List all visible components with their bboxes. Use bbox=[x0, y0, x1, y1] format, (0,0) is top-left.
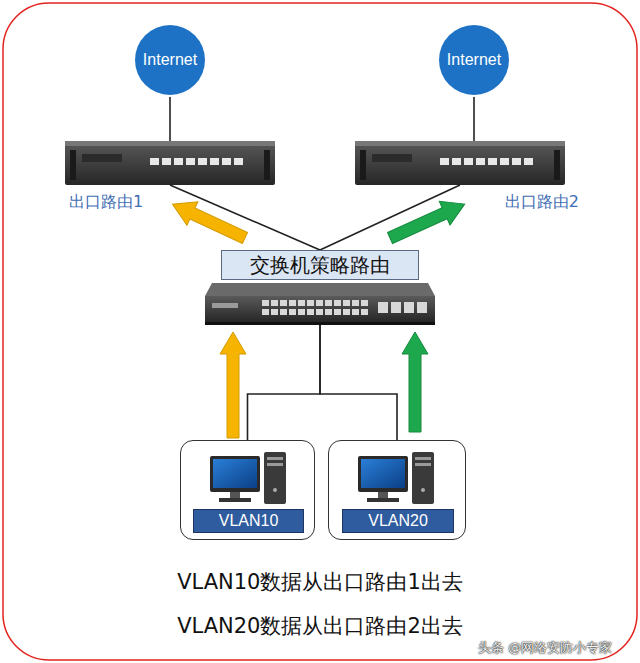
node-text: Internet bbox=[447, 51, 501, 69]
connector-line bbox=[169, 95, 171, 141]
free-label-box: VLAN10数据从出口路由1出去 bbox=[0, 568, 640, 596]
router-label: 出口路由1 bbox=[69, 192, 143, 213]
vlan-tag: VLAN20 bbox=[342, 509, 454, 533]
circle-node: Internet bbox=[135, 25, 205, 95]
policy-band: 交换机策略路由 bbox=[221, 250, 419, 280]
computer-icon bbox=[358, 452, 434, 504]
caption-line: VLAN10数据从出口路由1出去 bbox=[177, 570, 463, 594]
outer-frame bbox=[3, 3, 637, 660]
node-text: Internet bbox=[143, 51, 197, 69]
flow-arrow bbox=[402, 332, 428, 432]
vlan-node: VLAN10 bbox=[180, 440, 315, 540]
router-node: 出口路由1 bbox=[65, 141, 275, 185]
free-label-box: 头条 @网络安防小专家 bbox=[478, 637, 634, 657]
connector-line bbox=[473, 95, 475, 141]
connector-line bbox=[320, 185, 460, 250]
vlan-tag: VLAN10 bbox=[193, 509, 304, 533]
connector-line bbox=[248, 325, 321, 440]
router-node: 出口路由2 bbox=[355, 141, 565, 185]
router-device bbox=[355, 141, 565, 185]
router-name: 出口路由2 bbox=[505, 192, 579, 211]
vlan-name: VLAN20 bbox=[368, 512, 428, 530]
caption-line: VLAN20数据从出口路由2出去 bbox=[177, 614, 463, 638]
circle-node: Internet bbox=[439, 25, 509, 95]
connector-line bbox=[320, 325, 397, 440]
router-device bbox=[65, 141, 275, 185]
vlan-name: VLAN10 bbox=[219, 512, 279, 530]
vlan-node: VLAN20 bbox=[328, 440, 466, 540]
flow-arrow bbox=[220, 332, 246, 438]
computer-icon bbox=[210, 452, 286, 504]
band-text: 交换机策略路由 bbox=[250, 252, 390, 279]
switch-device bbox=[205, 283, 435, 325]
router-name: 出口路由1 bbox=[69, 192, 143, 211]
router-label: 出口路由2 bbox=[505, 192, 579, 213]
switch-node: 交换机策略路由 bbox=[205, 250, 435, 325]
connector-line bbox=[170, 185, 320, 250]
watermark: 头条 @网络安防小专家 bbox=[478, 640, 612, 655]
free-label-box: VLAN20数据从出口路由2出去 bbox=[0, 612, 640, 640]
